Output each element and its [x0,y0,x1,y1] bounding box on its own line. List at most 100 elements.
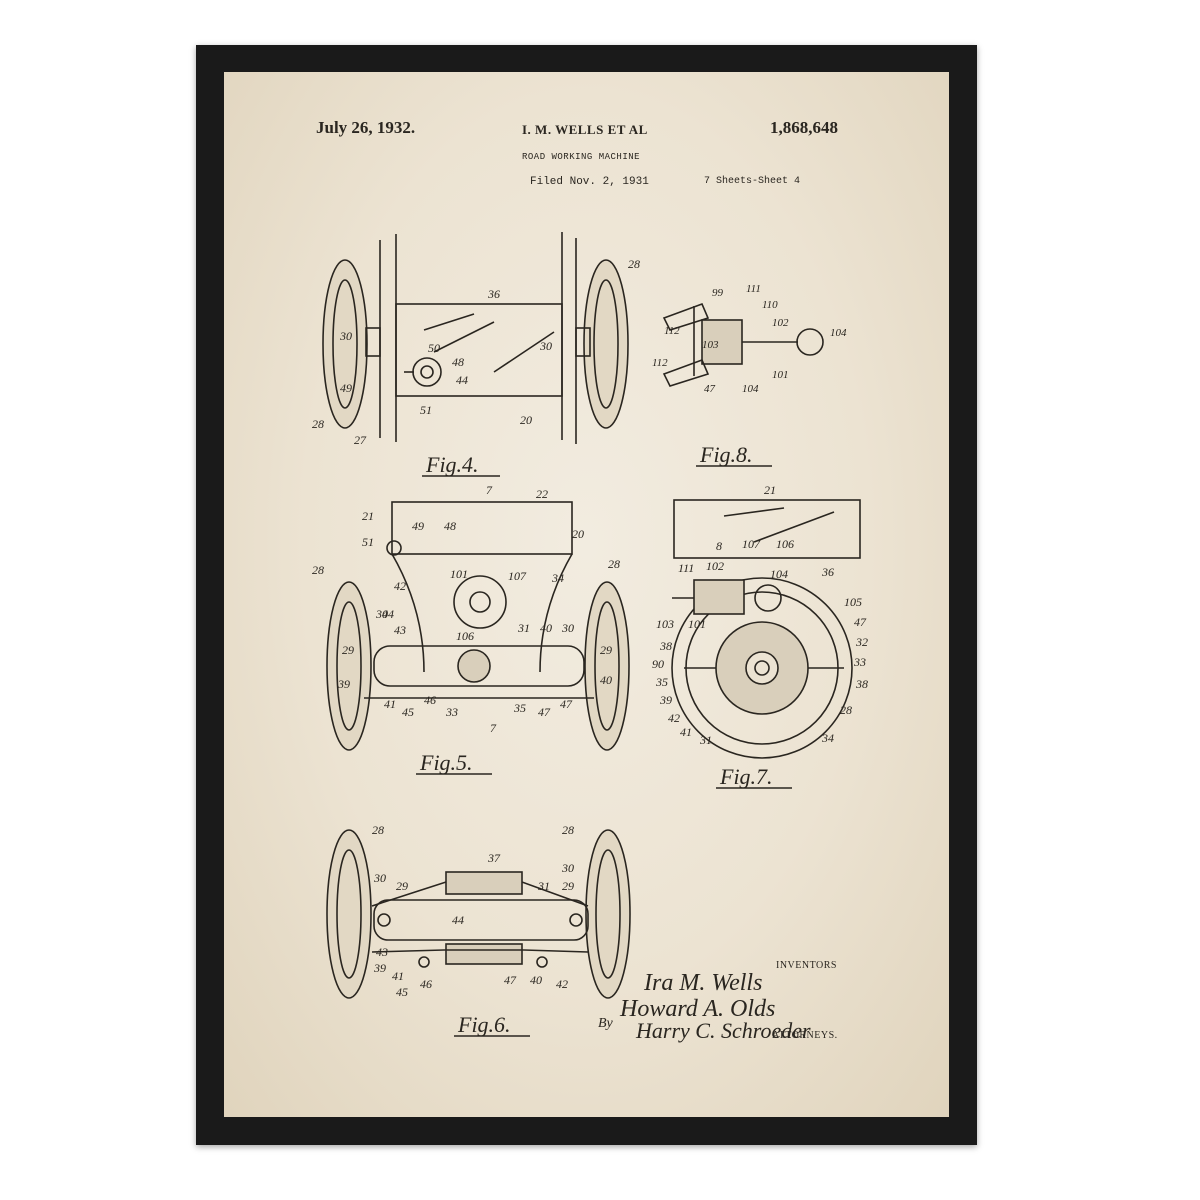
svg-text:34: 34 [551,571,564,585]
svg-text:46: 46 [424,693,436,707]
svg-text:104: 104 [770,567,788,581]
svg-text:41: 41 [392,969,404,983]
svg-text:21: 21 [764,483,776,497]
svg-text:44: 44 [456,373,468,387]
svg-text:30: 30 [339,329,352,343]
svg-text:105: 105 [844,595,862,609]
svg-text:41: 41 [680,725,692,739]
svg-text:49: 49 [412,519,424,533]
svg-text:29: 29 [562,879,574,893]
svg-text:42: 42 [556,977,568,991]
svg-text:29: 29 [396,879,408,893]
svg-text:30: 30 [375,607,388,621]
svg-text:42: 42 [668,711,680,725]
figure-7-label: Fig.7. [719,764,773,789]
svg-text:40: 40 [540,621,552,635]
signature-inventor-1: Ira M. Wells [643,970,762,996]
svg-text:112: 112 [652,357,668,369]
filed-date: Filed Nov. 2, 1931 [530,176,649,188]
svg-text:46: 46 [420,977,432,991]
svg-text:Howard A. Olds: Howard A. Olds [619,996,775,1022]
figure-5-label: Fig.5. [419,750,473,775]
svg-text:110: 110 [762,299,778,311]
svg-text:44: 44 [382,607,394,621]
svg-text:22: 22 [536,487,548,501]
svg-text:107: 107 [508,569,527,583]
svg-text:31: 31 [537,879,550,893]
svg-text:Ira M. Wells: Ira M. Wells [643,970,762,996]
svg-text:49: 49 [340,381,352,395]
svg-text:28: 28 [628,257,640,271]
svg-text:Harry C. Schroeder: Harry C. Schroeder [635,1018,811,1043]
svg-text:48: 48 [444,519,456,533]
svg-text:31: 31 [699,733,712,747]
svg-text:48: 48 [452,355,464,369]
svg-text:39: 39 [337,677,350,691]
patent-date: July 26, 1932. [316,118,416,137]
svg-text:29: 29 [342,643,354,657]
svg-text:101: 101 [688,617,706,631]
figure-7-drawing: 21 8 107 106 111 102 104 36 105 47 32 33… [652,483,868,759]
svg-text:7: 7 [490,721,497,735]
svg-text:111: 111 [746,283,761,295]
inventor-name: I. M. WELLS ET AL [522,122,648,137]
svg-text:30: 30 [373,871,386,885]
figure-4-drawing: 28 30 36 30 28 50 48 44 49 51 27 20 [312,232,640,447]
svg-text:101: 101 [772,369,789,381]
inventors-label: INVENTORS [776,960,837,971]
svg-text:104: 104 [830,327,847,339]
svg-text:99: 99 [712,287,724,299]
svg-text:112: 112 [664,325,680,337]
svg-text:40: 40 [600,673,612,687]
svg-text:47: 47 [704,383,716,395]
svg-text:33: 33 [853,655,866,669]
svg-text:28: 28 [562,823,574,837]
patent-title: ROAD WORKING MACHINE [522,152,641,162]
svg-text:28: 28 [608,557,620,571]
svg-text:28: 28 [312,417,324,431]
svg-text:31: 31 [517,621,530,635]
svg-text:47: 47 [854,615,867,629]
svg-text:43: 43 [376,945,388,959]
figure-6-drawing: 28 28 37 30 29 30 31 29 44 43 39 41 45 4… [326,823,631,999]
patent-drawings: 28 30 36 30 28 50 48 44 49 51 27 20 Fig.… [312,232,868,1043]
patent-number: 1,868,648 [770,118,838,137]
attorneys-label: ATTORNEYS. [772,1030,838,1041]
svg-text:102: 102 [772,317,789,329]
svg-text:28: 28 [840,703,852,717]
svg-text:36: 36 [821,565,834,579]
svg-text:50: 50 [428,341,440,355]
svg-text:41: 41 [384,697,396,711]
svg-text:21: 21 [362,509,374,523]
signature-inventor-2: Howard A. Olds [619,996,775,1022]
svg-text:47: 47 [504,973,517,987]
svg-text:45: 45 [396,985,408,999]
svg-text:47: 47 [538,705,551,719]
svg-text:39: 39 [373,961,386,975]
svg-text:44: 44 [452,913,464,927]
sheet-count: 7 Sheets-Sheet 4 [704,176,801,187]
svg-text:38: 38 [659,639,672,653]
svg-text:36: 36 [487,287,500,301]
by-label: By [598,1016,613,1031]
figure-5-drawing: 28 21 51 49 48 7 22 20 28 42 44 101 107 … [312,483,630,751]
svg-text:103: 103 [702,339,719,351]
figure-8-label: Fig.8. [699,442,753,467]
svg-text:40: 40 [530,973,542,987]
figure-6-label: Fig.6. [457,1012,511,1037]
figure-4-label: Fig.4. [425,452,479,477]
svg-text:101: 101 [450,567,468,581]
svg-text:30: 30 [561,861,574,875]
svg-text:90: 90 [652,657,664,671]
svg-text:28: 28 [312,563,324,577]
svg-text:8: 8 [716,539,722,553]
svg-text:28: 28 [372,823,384,837]
svg-text:32: 32 [855,635,868,649]
svg-text:42: 42 [394,579,406,593]
svg-text:51: 51 [420,403,432,417]
svg-text:111: 111 [678,561,694,575]
svg-text:34: 34 [821,731,834,745]
svg-text:51: 51 [362,535,374,549]
svg-text:104: 104 [742,383,759,395]
svg-text:20: 20 [572,527,584,541]
